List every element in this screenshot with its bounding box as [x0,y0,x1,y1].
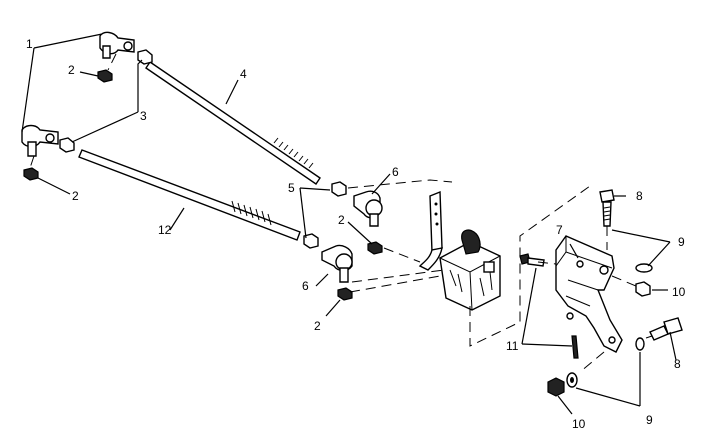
bolt-11-top [519,253,545,267]
shifter-assembly [418,190,501,311]
callout-6-upper: 6 [392,165,399,179]
nut-2-middle [367,241,383,255]
callout-9-bottom: 9 [646,413,653,427]
callout-10-top: 10 [672,285,686,299]
callout-5: 5 [288,181,295,195]
ball-joint-lower-left [21,124,59,157]
rod-4 [145,61,321,185]
ball-joint-6-lower [321,244,353,283]
washer-9-top [635,263,653,273]
nut-2-left [23,167,39,181]
nut-10-top [635,281,651,297]
callout-6-lower: 6 [302,279,309,293]
bracket-7 [555,235,623,353]
nut-2-upper [97,69,113,83]
bolt-8-top [599,189,615,227]
callout-2-upper: 2 [68,63,75,77]
callout-8-top: 8 [636,189,643,203]
leader-lines [21,33,677,415]
callout-9-top: 9 [678,235,685,249]
callout-1: 1 [26,37,33,51]
bolt-11-bottom [571,335,579,359]
callout-7: 7 [556,223,563,237]
alignment-lines [29,53,653,373]
callout-2-bottom: 2 [314,319,321,333]
bolt-8-side [649,317,683,341]
nut-10-bottom [547,377,565,397]
ball-joint-upper [99,31,135,59]
callout-11: 11 [506,339,519,353]
washer-9-bottom [566,372,578,388]
callout-8-side: 8 [674,357,681,371]
nut-2-bottom [337,287,353,301]
callout-3: 3 [140,109,147,123]
ball-joint-6-upper [353,190,383,227]
rod-12 [78,149,301,241]
callout-10-bottom: 10 [572,417,586,431]
washer-9-side [635,337,645,351]
callout-4: 4 [240,67,247,81]
callout-2-left: 2 [72,189,79,203]
nut-5-lower [303,233,319,249]
nut-3-lower [59,137,75,153]
callout-2-middle: 2 [338,213,345,227]
callout-12: 12 [158,223,172,237]
callout-labels: 1 2 2 3 4 12 5 6 2 6 2 7 8 9 10 8 11 9 1… [26,37,686,431]
nut-5-upper [331,181,347,197]
